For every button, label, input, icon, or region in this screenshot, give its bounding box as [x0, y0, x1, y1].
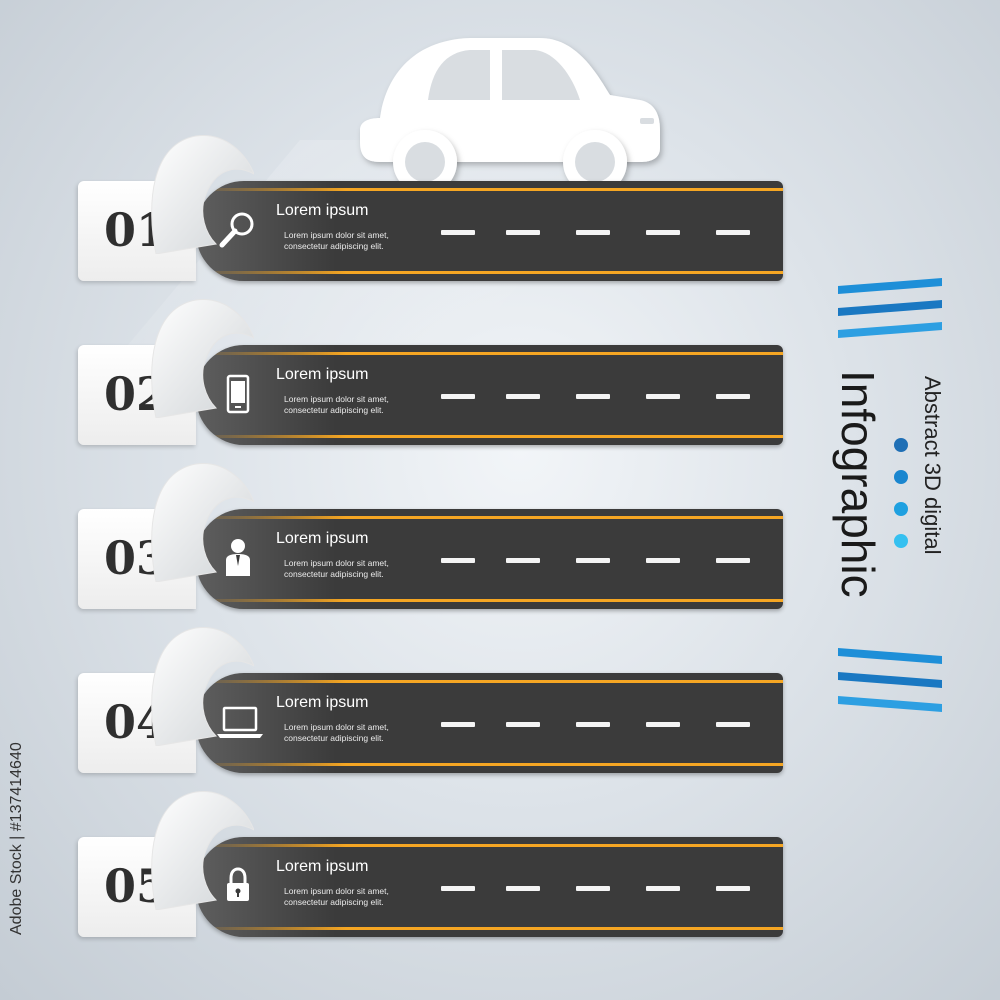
step-title: Lorem ipsum	[276, 530, 369, 547]
road-banner	[196, 837, 783, 937]
car-icon	[360, 38, 660, 194]
step-row-4: 04 Lorem ipsum Lorem ipsum dolor sit ame…	[78, 627, 783, 780]
step-row-5: 05 Lorem ipsum Lorem ipsum dolor sit ame…	[78, 791, 783, 944]
step-title: Lorem ipsum	[276, 202, 369, 219]
accent-dot	[894, 470, 908, 484]
accent-dot	[894, 502, 908, 516]
road-banner	[196, 345, 783, 445]
top-stripes	[838, 278, 942, 338]
page-curl	[151, 135, 254, 254]
lock-icon	[227, 867, 249, 901]
step-description: Lorem ipsum dolor sit amet,consectetur a…	[284, 558, 389, 579]
page-curl	[151, 791, 254, 910]
smartphone-icon	[226, 374, 250, 414]
step-title: Lorem ipsum	[276, 858, 369, 875]
infographic-heading: Infographic	[832, 370, 884, 598]
stock-id-watermark: Adobe Stock | #137414640	[8, 742, 25, 935]
laptop-icon	[217, 706, 263, 738]
step-row-2: 02 Lorem ipsum Lorem ipsum dolor sit ame…	[78, 299, 783, 452]
search-icon	[219, 212, 254, 248]
road-banner	[196, 673, 783, 773]
step-description: Lorem ipsum dolor sit amet,consectetur a…	[284, 394, 389, 415]
step-row-3: 03 Lorem ipsum Lorem ipsum dolor sit ame…	[78, 463, 783, 616]
road-banner	[196, 181, 783, 281]
step-title: Lorem ipsum	[276, 366, 369, 383]
step-description: Lorem ipsum dolor sit amet,consectetur a…	[284, 230, 389, 251]
step-row-1: 01 Lorem ipsum Lorem ipsum dolor sit ame…	[78, 135, 783, 288]
page-curl	[151, 627, 254, 746]
person-icon	[226, 539, 250, 576]
bottom-stripes	[838, 648, 942, 712]
accent-dot	[894, 534, 908, 548]
step-description: Lorem ipsum dolor sit amet,consectetur a…	[284, 886, 389, 907]
road-banner	[196, 509, 783, 609]
infographic-subheading: Abstract 3D digital	[920, 376, 945, 555]
page-curl	[151, 463, 254, 582]
accent-dot	[894, 438, 908, 452]
step-description: Lorem ipsum dolor sit amet,consectetur a…	[284, 722, 389, 743]
page-curl	[151, 299, 254, 418]
step-title: Lorem ipsum	[276, 694, 369, 711]
